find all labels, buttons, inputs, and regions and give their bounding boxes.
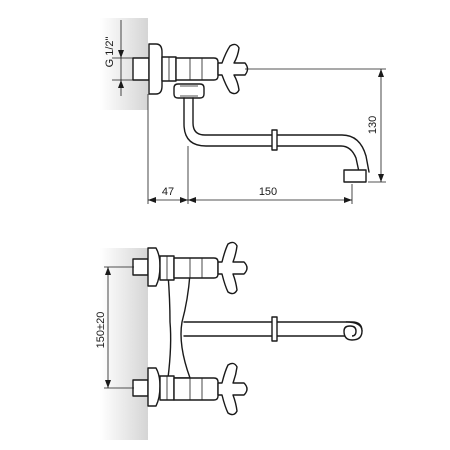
spout-ring [271,129,278,151]
thread-size-label: G 1/2" [104,37,116,68]
lower-flange [147,367,161,407]
upper-inlet-stub [132,258,149,276]
upper-valve-body [173,257,219,279]
side-dimensions: G 1/2" 130 47 150 [104,20,386,204]
wall-offset-label: 47 [162,186,174,198]
lower-valve-body [173,377,219,401]
mixer-body [167,273,191,379]
wall-flange [148,43,163,95]
spout-collar [173,83,205,99]
lower-cross-handle [217,362,248,416]
lower-inlet-stub [132,379,149,397]
cross-handle-side [217,43,249,95]
spout-reach-label: 150 [259,186,277,198]
front-view [100,241,363,440]
spout-pipe-lower [192,97,370,173]
aerator [343,169,367,183]
upper-flange [147,247,161,287]
valve-body [175,57,219,81]
wall-shading-front [100,248,148,440]
front-dimensions: 150±20 [95,266,134,389]
spout-height-label: 130 [367,116,379,134]
front-spout-ring [271,316,278,342]
upper-valve [147,241,248,295]
inlet-pipe [132,57,150,81]
lower-valve [147,362,248,416]
center-distance-label: 150±20 [95,312,107,349]
upper-cross-handle [217,241,248,295]
side-view [100,18,370,183]
front-spout-hook [343,321,363,341]
